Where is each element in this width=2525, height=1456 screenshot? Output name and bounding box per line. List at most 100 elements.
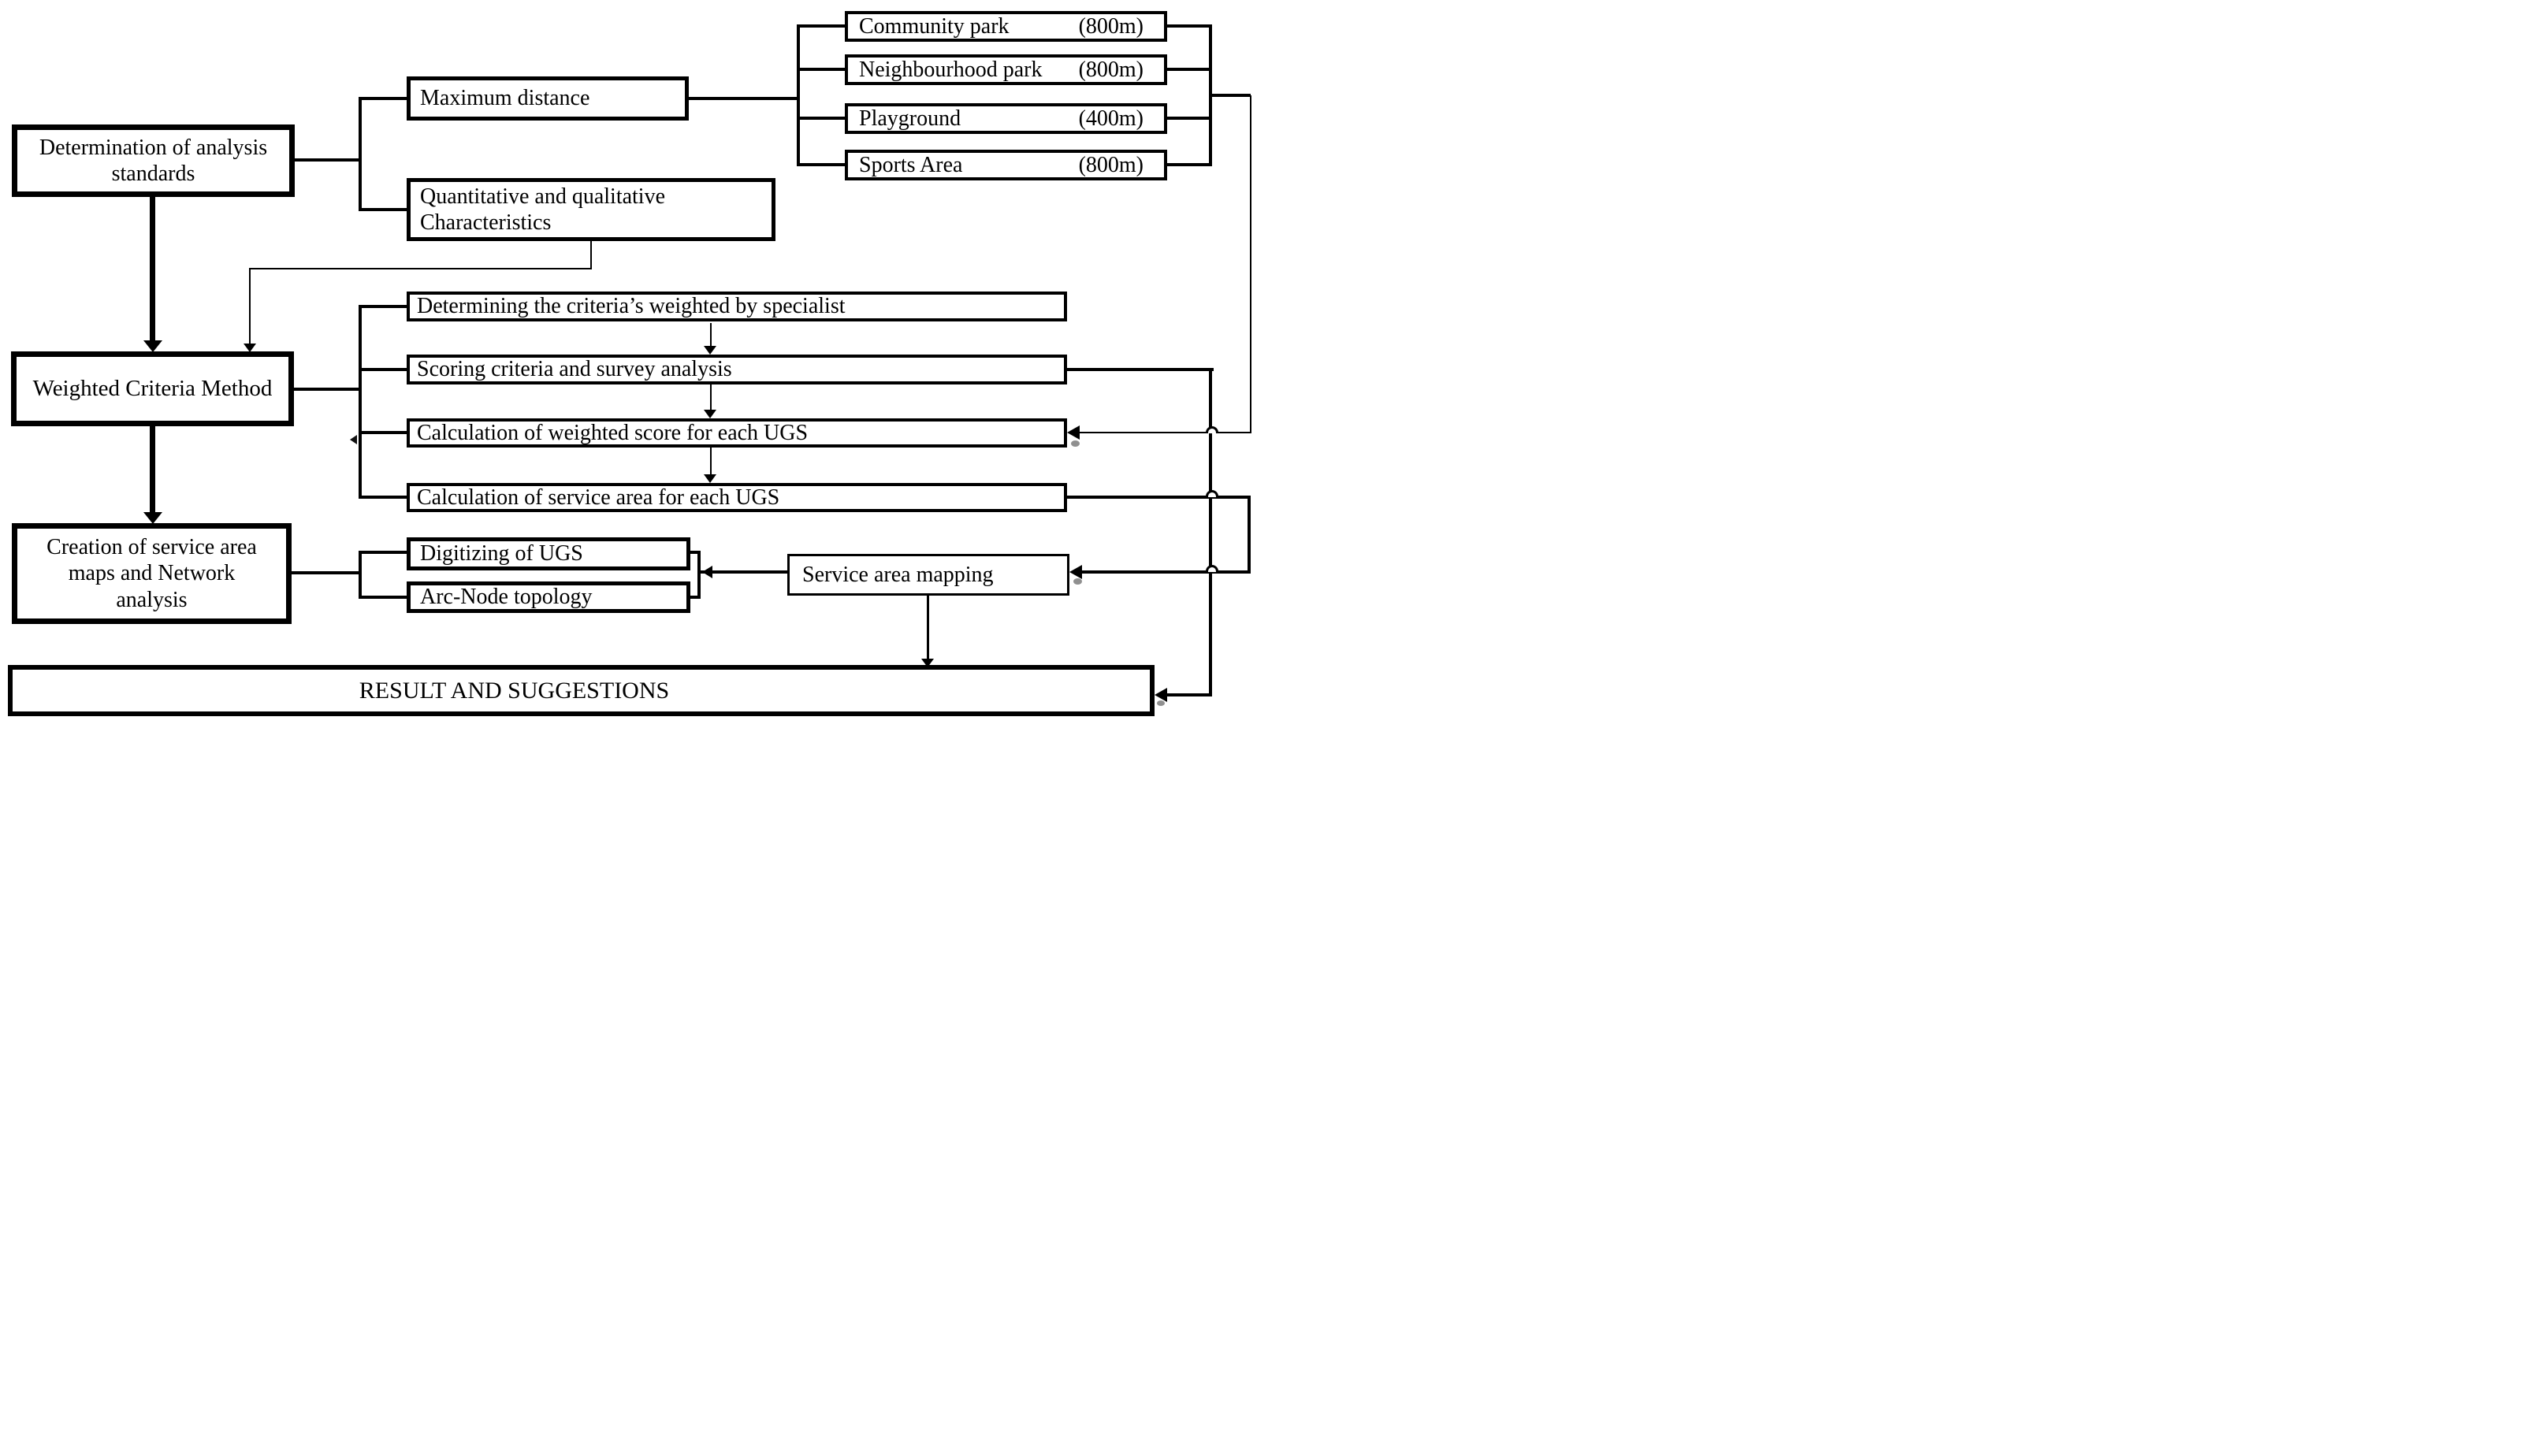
park-distance: (800m) — [1078, 152, 1144, 177]
node-label: RESULT AND SUGGESTIONS — [359, 677, 670, 704]
stub-max-distance — [362, 97, 407, 100]
bracket-standards-vertical — [359, 97, 362, 211]
connector-quantqual-down — [249, 268, 251, 345]
stub-calc-service — [362, 496, 407, 499]
connector-weighted-right — [294, 388, 360, 391]
connector-long-right-vertical — [1209, 368, 1212, 696]
node-digitizing-of-ugs: Digitizing of UGS — [407, 537, 690, 570]
connector-scoring-to-calcweighted — [710, 384, 712, 410]
print-artifact — [1073, 578, 1082, 585]
node-calculation-service-area: Calculation of service area for each UGS — [407, 483, 1067, 512]
node-determining-criteria-weighted: Determining the criteria’s weighted by s… — [407, 292, 1067, 321]
stub-park-playground-right — [1167, 117, 1210, 120]
node-label: Digitizing of UGS — [420, 541, 583, 566]
node-park-neighbourhood: Neighbourhood park (800m) — [845, 54, 1167, 85]
connector-parks-down-vertical — [1250, 95, 1251, 433]
arrowhead-into-calcweighted — [1067, 425, 1080, 440]
node-label: Arc-Node topology — [420, 585, 593, 610]
node-label: Scoring criteria and survey analysis — [417, 357, 732, 382]
arrowhead-into-service-mapping — [1069, 565, 1082, 579]
arrowhead-into-bracket — [702, 566, 712, 578]
node-park-sports-area: Sports Area (800m) — [845, 150, 1167, 180]
park-name: Neighbourhood park — [859, 57, 1043, 82]
stub-determining — [362, 305, 407, 308]
node-result-and-suggestions: RESULT AND SUGGESTIONS — [8, 665, 1155, 716]
stub-quant-qual — [362, 208, 407, 211]
connector-calcservice-down — [1248, 496, 1251, 574]
connector-parks-bridge — [1209, 94, 1251, 97]
node-weighted-criteria-method: Weighted Criteria Method — [11, 351, 294, 426]
node-label: Maximum distance — [420, 86, 590, 111]
node-label: Service area mapping — [802, 562, 994, 587]
node-label: Calculation of weighted score for each U… — [417, 420, 809, 445]
node-park-playground: Playground (400m) — [845, 103, 1167, 134]
connector-into-result-right — [1158, 693, 1212, 696]
arrowhead-servicemapping-to-result — [921, 659, 934, 667]
connector-calcservice-right — [1067, 496, 1251, 499]
arrowhead-determining-to-scoring — [704, 346, 716, 355]
arrowhead-scoring-to-calcweighted — [704, 410, 716, 418]
connector-determining-to-scoring — [710, 323, 712, 347]
print-artifact — [1157, 700, 1165, 706]
park-distance: (400m) — [1078, 106, 1144, 131]
arrowhead-quantqual-to-weighted — [244, 344, 256, 352]
line-jump-calcservice — [1206, 490, 1218, 497]
connector-calcweighted-to-calcservice — [710, 448, 712, 475]
stub-park-neighbourhood-right — [1167, 68, 1210, 71]
stub-park-sports-right — [1167, 163, 1210, 166]
bracket-digitizing-left-vertical — [359, 551, 362, 599]
node-service-area-mapping: Service area mapping — [787, 554, 1069, 596]
print-artifact — [1071, 440, 1080, 447]
bracket-digitizing-right-vertical — [697, 551, 701, 599]
park-name: Sports Area — [859, 152, 963, 177]
connector-weighted-to-creation — [150, 426, 155, 513]
arrowhead-weighted-to-creation — [143, 512, 162, 524]
arrowhead-calcweighted-to-calcservice — [704, 474, 716, 483]
connector-maxdistance-right — [689, 97, 798, 100]
bracket-steps-vertical — [359, 305, 362, 499]
stub-arcnode — [362, 596, 407, 599]
node-arc-node-topology: Arc-Node topology — [407, 581, 690, 613]
connector-into-calcweighted — [1078, 432, 1250, 433]
stub-park-community — [800, 24, 845, 28]
park-distance: (800m) — [1078, 57, 1144, 82]
node-calculation-weighted-score: Calculation of weighted score for each U… — [407, 418, 1067, 448]
node-label: Determining the criteria’s weighted by s… — [417, 294, 846, 319]
stub-park-playground — [800, 117, 845, 120]
connector-quantqual-horizontal — [249, 268, 592, 269]
node-label: Weighted Criteria Method — [32, 376, 273, 402]
line-jump-calcweighted — [1206, 426, 1218, 433]
connector-scoring-right — [1067, 368, 1214, 371]
connector-to-service-mapping — [701, 570, 787, 574]
node-park-community: Community park (800m) — [845, 11, 1167, 42]
node-scoring-criteria-survey: Scoring criteria and survey analysis — [407, 355, 1067, 384]
connector-into-service-mapping — [1080, 570, 1251, 574]
stub-digitizing — [362, 551, 407, 554]
arrowhead-into-result — [1155, 688, 1167, 702]
connector-determination-right — [294, 158, 360, 162]
node-maximum-distance: Maximum distance — [407, 76, 689, 121]
connector-quantqual-drop — [590, 241, 592, 269]
stub-arcnode-right — [690, 596, 701, 599]
connector-creation-right — [292, 571, 362, 574]
connector-servicemapping-to-result — [927, 596, 929, 660]
park-name: Community park — [859, 13, 1010, 39]
stub-park-neighbourhood — [800, 68, 845, 71]
node-label: Calculation of service area for each UGS — [417, 485, 780, 510]
line-jump-servicemapping — [1206, 565, 1218, 572]
bracket-tick-mark — [350, 435, 357, 444]
bracket-parks-left-vertical — [797, 24, 800, 166]
stub-park-sports — [800, 163, 845, 166]
stub-scoring — [362, 368, 407, 371]
park-name: Playground — [859, 106, 961, 131]
arrowhead-determination-to-weighted — [143, 340, 162, 352]
stub-calc-weighted — [362, 431, 407, 434]
stub-digitizing-right — [690, 551, 701, 554]
